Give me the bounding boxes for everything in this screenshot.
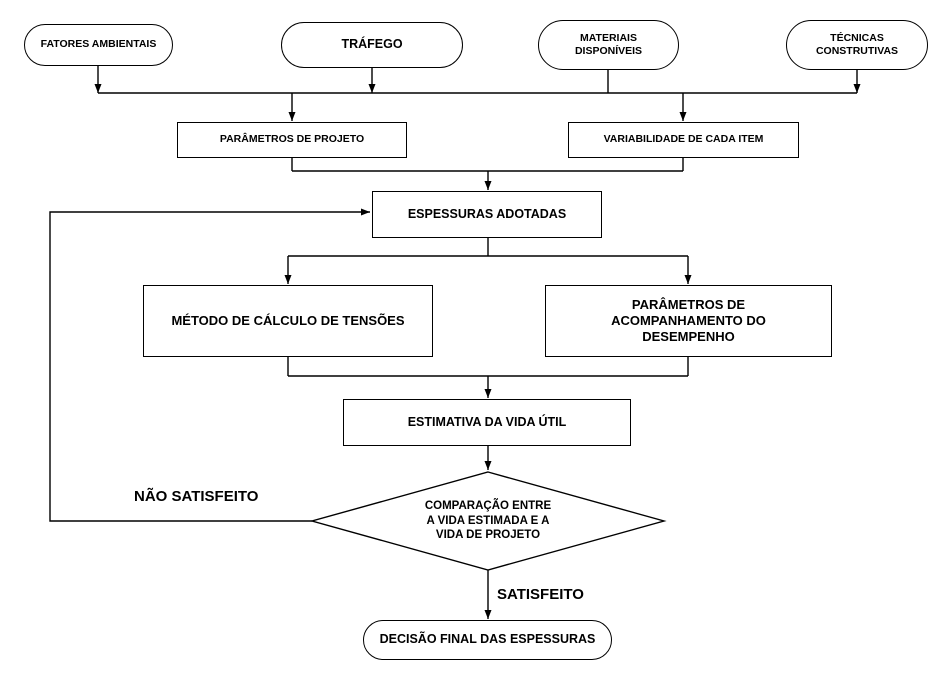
node-decisao-final-espessuras: DECISÃO FINAL DAS ESPESSURAS [363,620,612,660]
node-estimativa-vida-util: ESTIMATIVA DA VIDA ÚTIL [343,399,631,446]
node-espessuras-adotadas: ESPESSURAS ADOTADAS [372,191,602,238]
node-fatores-ambientais: FATORES AMBIENTAIS [24,24,173,66]
decision-comparacao-label: COMPARAÇÃO ENTRE A VIDA ESTIMADA E A VID… [424,499,552,542]
node-tecnicas-construtivas: TÉCNICAS CONSTRUTIVAS [786,20,928,70]
connector-feedback-loop [49,208,370,522]
node-materiais-disponiveis: MATERIAIS DISPONÍVEIS [538,20,679,70]
node-parametros-de-projeto: PARÂMETROS DE PROJETO [177,122,407,158]
node-metodo-calculo-tensoes: MÉTODO DE CÁLCULO DE TENSÕES [143,285,433,357]
decision-diamond [309,471,667,571]
edge-label-satisfeito: SATISFEITO [497,586,584,603]
node-variabilidade-de-cada-item: VARIABILIDADE DE CADA ITEM [568,122,799,158]
edge-label-nao-satisfeito: NÃO SATISFEITO [134,488,259,505]
node-trafego: TRÁFEGO [281,22,463,68]
node-parametros-acompanhamento: PARÂMETROS DE ACOMPANHAMENTO DO DESEMPEN… [545,285,832,357]
